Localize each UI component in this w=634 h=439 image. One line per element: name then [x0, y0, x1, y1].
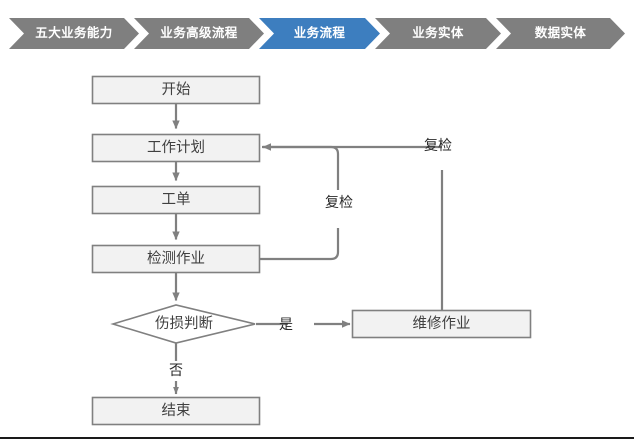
- breadcrumb-chevron-2[interactable]: [259, 18, 380, 49]
- node-order-shape[interactable]: [91, 185, 261, 215]
- breadcrumb-chevron-4[interactable]: [496, 18, 625, 49]
- node-end-shape[interactable]: [91, 396, 261, 426]
- breadcrumb-chevron-1[interactable]: [134, 18, 264, 49]
- breadcrumb-chevrons: [9, 18, 625, 49]
- breadcrumb-chevron-3[interactable]: [375, 18, 501, 49]
- connector-recheck-inner-lower: [260, 228, 340, 261]
- node-decide-shape[interactable]: [110, 304, 256, 344]
- breadcrumb-chevron-0[interactable]: [9, 18, 139, 49]
- node-plan-shape[interactable]: [91, 133, 261, 163]
- node-inspect-shape[interactable]: [91, 244, 261, 274]
- node-repair-shape[interactable]: [351, 309, 532, 339]
- node-start-shape[interactable]: [91, 75, 261, 105]
- connector-recheck-inner-upper: [262, 145, 340, 190]
